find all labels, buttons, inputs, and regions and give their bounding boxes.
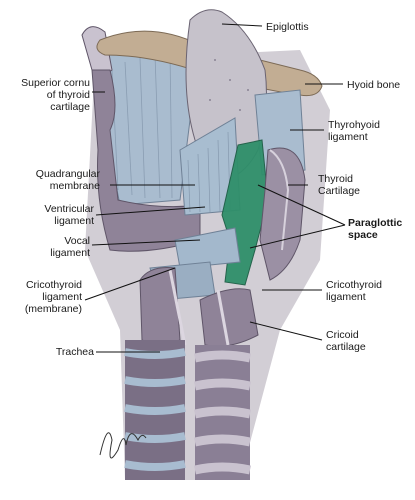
trachea-left bbox=[124, 340, 186, 480]
label-cricoid-2: cartilage bbox=[326, 341, 366, 353]
label-superior-cornu-2: of thyroid bbox=[47, 89, 90, 101]
label-cricothyroid-membrane-3: (membrane) bbox=[25, 303, 82, 315]
labels: Epiglottis Superior cornu of thyroid car… bbox=[21, 21, 402, 358]
label-cricothyroid-ligament-2: ligament bbox=[326, 291, 366, 303]
artist-signature bbox=[99, 432, 147, 459]
vocal-ligament bbox=[174, 227, 241, 269]
label-paraglottic-1: Paraglottic bbox=[348, 217, 402, 229]
thyroid-cartilage-right bbox=[259, 147, 306, 281]
label-thyroid-1: Thyroid bbox=[318, 173, 353, 185]
label-cricothyroid-ligament-1: Cricothyroid bbox=[326, 279, 382, 291]
label-quadrangular-2: membrane bbox=[50, 180, 100, 192]
label-trachea: Trachea bbox=[56, 346, 94, 358]
label-vocal-2: ligament bbox=[50, 247, 90, 259]
label-thyrohyoid-1: Thyrohyoid bbox=[328, 119, 380, 131]
label-hyoid-bone: Hyoid bone bbox=[347, 79, 400, 91]
label-cricoid-1: Cricoid bbox=[326, 329, 359, 341]
label-vocal-1: Vocal bbox=[64, 235, 90, 247]
label-quadrangular-1: Quadrangular bbox=[36, 168, 101, 180]
leader-lines bbox=[84, 23, 346, 353]
label-ventricular-1: Ventricular bbox=[44, 203, 94, 215]
label-paraglottic-2: space bbox=[348, 229, 378, 241]
larynx-illustration bbox=[81, 9, 330, 480]
trachea-right bbox=[194, 345, 251, 480]
label-superior-cornu-1: Superior cornu bbox=[21, 77, 90, 89]
label-epiglottis: Epiglottis bbox=[266, 21, 309, 33]
label-superior-cornu-3: cartilage bbox=[50, 101, 90, 113]
label-thyrohyoid-2: ligament bbox=[328, 131, 368, 143]
label-thyroid-2: Cartilage bbox=[318, 185, 360, 197]
label-cricothyroid-membrane-2: ligament bbox=[42, 291, 82, 303]
label-cricothyroid-membrane-1: Cricothyroid bbox=[26, 279, 82, 291]
label-ventricular-2: ligament bbox=[54, 215, 94, 227]
